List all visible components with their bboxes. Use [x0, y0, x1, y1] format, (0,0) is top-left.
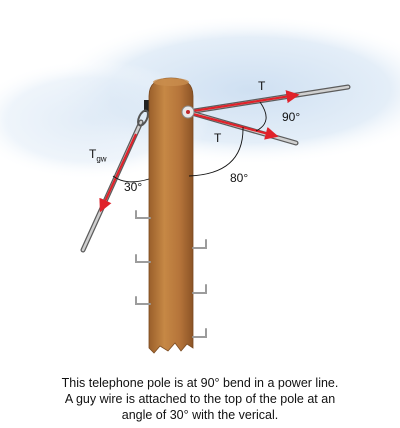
angle-arc-90	[255, 101, 267, 132]
line-attachment-point	[181, 105, 195, 119]
caption-line-3: angle of 30° with the verical.	[121, 408, 279, 422]
angle-arc-30	[112, 175, 150, 183]
label-angle-30: 30°	[124, 180, 143, 194]
label-tension-lower: T	[214, 131, 222, 145]
guy-wire-clamp	[137, 100, 149, 127]
power-line-upper	[185, 84, 351, 115]
label-guy-wire-sub: gw	[96, 154, 107, 164]
step	[192, 239, 207, 249]
pole-climbing-steps	[135, 210, 207, 338]
caption-line-1: This telephone pole is at 90° bend in a …	[61, 376, 339, 390]
label-guy-wire-tension: Tgw	[89, 148, 107, 163]
lower-tension-arrow	[192, 112, 279, 140]
guy-wire-tension-arrow	[99, 133, 137, 213]
step	[192, 328, 207, 338]
label-guy-wire-main: T	[89, 147, 97, 161]
step	[135, 254, 151, 263]
step	[192, 284, 207, 294]
guy-wire	[80, 119, 144, 253]
step	[135, 296, 151, 305]
step	[135, 210, 151, 219]
label-angle-80: 80°	[230, 171, 249, 185]
telephone-pole	[148, 77, 194, 354]
label-tension-upper: T	[258, 79, 266, 93]
caption: This telephone pole is at 90° bend in a …	[20, 375, 380, 423]
power-line-lower	[185, 109, 299, 146]
upper-tension-arrow	[192, 90, 300, 113]
caption-line-2: A guy wire is attached to the top of the…	[64, 392, 336, 406]
label-angle-90: 90°	[282, 110, 301, 124]
angle-arc-80	[188, 126, 244, 177]
